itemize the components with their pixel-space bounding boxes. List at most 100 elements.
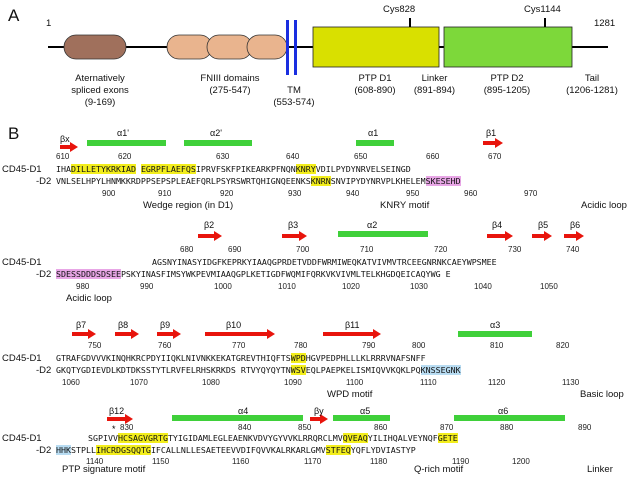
num: 710 [360,245,374,254]
num: 1010 [278,282,296,291]
num: 650 [354,152,368,161]
caption-wpd-motif: WPD motif [327,389,373,400]
num: 760 [158,341,172,350]
ss-label-b5: β5 [538,220,549,230]
protein-end-number: 1281 [594,18,616,29]
num: 1140 [86,457,104,466]
helix-a1p [87,140,166,146]
sequence-d1-block-3: GTRAFGDVVVKINQHKRCPDYIIQKLNIVNKKEKATGREV… [56,353,426,363]
ss-label-a1p: α1' [117,128,129,138]
num: 1200 [512,457,530,466]
num: 670 [488,152,502,161]
num: 1130 [562,378,580,387]
num: 910 [158,189,172,198]
panel-b-label: B [8,124,20,143]
ss-label-a5: α5 [360,406,371,416]
num: 1020 [342,282,360,291]
ss-label-b1: β1 [486,128,497,138]
ss-label-a2p: α2' [210,128,222,138]
num: 860 [374,423,388,432]
ss-label-b3: β3 [288,220,299,230]
strand-b6 [564,231,584,241]
row-label-d2: -D2 [36,176,52,187]
num: 1150 [152,457,170,466]
ss-label-b2: β2 [204,220,215,230]
num: 990 [140,282,154,291]
cys828-label: Cys828 [383,4,416,15]
num: 1080 [202,378,220,387]
caption-ptp-signature-motif: PTP signature motif [62,464,146,475]
domain-architecture-diagram [48,18,608,75]
num: 1100 [346,378,364,387]
caption-acidic-loop-1: Acidic loop [581,200,627,211]
ss-label-b11: β11 [345,320,360,330]
tail-label: Tail (1206-1281) [566,73,618,96]
row-label-d2: -D2 [36,269,52,280]
num: 660 [426,152,440,161]
num: 740 [566,245,580,254]
ss-label-b9: β9 [160,320,171,330]
protein-start-number: 1 [46,18,52,29]
num: 790 [362,341,376,350]
num: 750 [88,341,102,350]
spliced-exons-box [63,34,127,60]
caption-basic-loop: Basic loop [580,389,624,400]
caption-knry-motif: KNRY motif [380,200,430,211]
caption-acidic-loop-2: Acidic loop [66,293,112,304]
caption-linker: Linker [587,464,613,475]
tm-label: TM (553-574) [273,85,315,108]
strand-b3 [282,231,307,241]
num: 1110 [420,378,437,387]
ss-label-by: βy [314,406,324,416]
num: 890 [578,423,592,432]
num: 1040 [474,282,492,291]
ss-label-b12: β12 [109,406,125,416]
helix-a5 [333,415,390,421]
helix-a4 [172,415,303,421]
sequence-d2-block-2: SDESSDDDSDSEEPSKYINASFIMSYWKPEVMIAAQGPLK… [56,269,451,279]
num: 1000 [214,282,232,291]
num: 870 [440,423,454,432]
strand-b2 [198,231,222,241]
num: 700 [296,245,310,254]
num: 960 [464,189,478,198]
ss-label-a4: α4 [238,406,249,416]
num: 830 [120,423,134,432]
num: 640 [286,152,300,161]
num: 1170 [304,457,322,466]
num: 920 [220,189,234,198]
num: 930 [288,189,302,198]
sequence-d2-block-3: GKQTYGDIEVDLKDTDKSSTYTLRVFELRHSKRKDS RTV… [56,365,461,375]
num: 840 [238,423,252,432]
num: 800 [412,341,426,350]
num: 770 [232,341,246,350]
sequence-d2-block-4: HHKSTPLLIHCRDGSQQTGIFCALLNLLESAETEEVVDIF… [56,445,416,455]
asterisk-marker: * [112,424,116,434]
caption-q-rich-motif: Q-rich motif [414,464,464,475]
cys1144-label: Cys1144 [524,4,561,15]
num: 610 [56,152,70,161]
strand-b5 [532,231,552,241]
row-label-d1: CD45-D1 [2,433,42,444]
helix-a6 [454,415,565,421]
num: 730 [508,245,522,254]
sequence-d1-block-2: AGSNYINASYIDGFKEPRKYIAAQGPRDETVDDFWRMIWE… [152,257,497,267]
tm-bar-2 [294,20,297,75]
ptp-d1-label: PTP D1 (608-890) [354,73,396,96]
strand-by [310,414,328,424]
ss-label-a1: α1 [368,128,379,138]
num: 1180 [370,457,388,466]
sequence-d1-block-4: SGPIVVHCSAGVGRTGTYIGIDAMLEGLEAENKVDVYGYV… [88,433,458,443]
row-label-d2: -D2 [36,365,52,376]
num: 950 [406,189,420,198]
num: 1090 [284,378,302,387]
caption-wedge-region: Wedge region (in D1) [143,200,234,211]
row-label-d1: CD45-D1 [2,353,42,364]
num: 1120 [488,378,506,387]
helix-a3 [458,331,532,337]
num: 940 [346,189,360,198]
ss-label-b10: β10 [226,320,242,330]
ss-label-a6: α6 [498,406,509,416]
ss-label-b6: β6 [570,220,581,230]
